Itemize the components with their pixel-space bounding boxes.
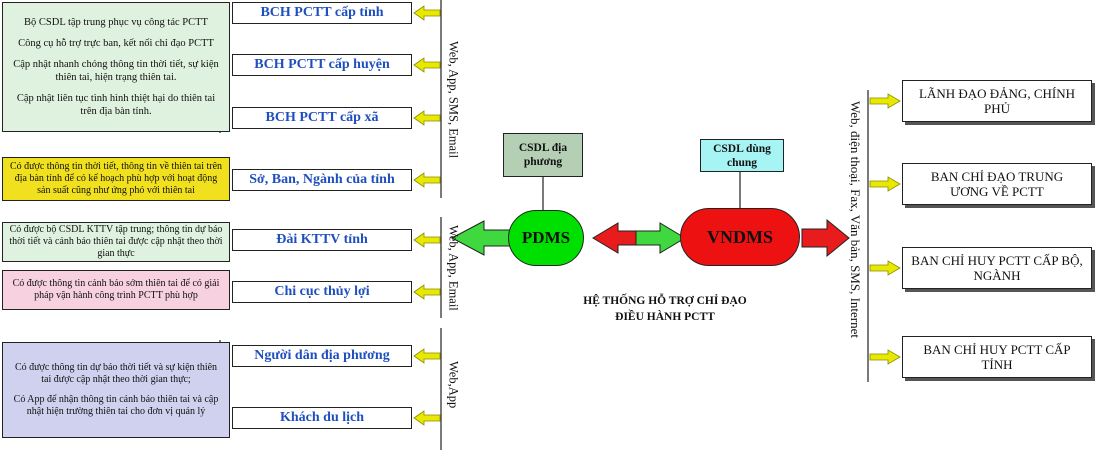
pdms-database-box: CSDL địa phương	[503, 133, 583, 177]
system-caption: HỆ THỐNG HỖ TRỢ CHỈ ĐẠO ĐIỀU HÀNH PCTT	[540, 293, 790, 325]
yellow-arrow-to-actor	[413, 5, 441, 21]
green-arrow-to-vndms	[635, 222, 686, 254]
benefit-block-departments: Có được thông tin thời tiết, thông tin v…	[2, 157, 230, 201]
recipient-party-government: LÃNH ĐẠO ĐẢNG, CHÍNH PHỦ	[902, 80, 1092, 122]
actor-bch-province: BCH PCTT cấp tỉnh	[232, 2, 412, 24]
yellow-arrow-to-actor	[413, 348, 441, 364]
actor-residents: Người dân địa phương	[232, 345, 412, 367]
yellow-arrow-to-actor	[413, 57, 441, 73]
recipient-central-steering: BAN CHỈ ĐẠO TRUNG ƯƠNG VỀ PCTT	[902, 163, 1092, 205]
yellow-arrow-to-actor	[413, 110, 441, 126]
red-arrow-to-pdms	[592, 222, 637, 254]
yellow-arrow-to-actor	[413, 284, 441, 300]
benefit-line: Có được thông tin thời tiết, thông tin v…	[9, 161, 223, 196]
yellow-arrow-to-recipient	[869, 176, 901, 192]
caption-line-2: ĐIỀU HÀNH PCTT	[615, 311, 715, 323]
benefit-line: Có được bộ CSDL KTTV tập trung; thông ti…	[9, 224, 223, 259]
benefit-line: Bộ CSDL tập trung phục vụ công tác PCTT	[24, 17, 208, 28]
benefit-line: Có được thông tin dự báo thời tiết và sự…	[14, 362, 218, 385]
actor-bch-district: BCH PCTT cấp huyện	[232, 54, 412, 76]
yellow-arrow-to-recipient	[869, 349, 901, 365]
actor-bch-commune: BCH PCTT cấp xã	[232, 107, 412, 129]
actor-kttv: Đài KTTV tỉnh	[232, 229, 412, 251]
channel-label-g3: Web,App	[446, 361, 461, 409]
benefit-line: Cập nhật liên tục tình hình thiệt hại do…	[16, 93, 216, 117]
yellow-arrow-to-actor	[413, 232, 441, 248]
benefit-block-public: Có được thông tin dự báo thời tiết và sự…	[2, 342, 230, 438]
channel-label-g1: Web, App, SMS, Email	[446, 41, 461, 159]
channel-label-g2: Web, App, Email	[446, 225, 461, 311]
benefit-line: Có App để nhận thông tin cảnh báo thiên …	[13, 394, 219, 417]
recipient-ministry-command: BAN CHỈ HUY PCTT CẤP BỘ, NGÀNH	[902, 247, 1092, 289]
yellow-arrow-to-recipient	[869, 93, 901, 109]
vndms-database-box: CSDL dùng chung	[700, 139, 784, 172]
benefit-line: Cập nhật nhanh chóng thông tin thời tiết…	[13, 59, 219, 83]
benefit-block-irrigation: Có được thông tin cảnh báo sớm thiên tai…	[2, 270, 230, 310]
red-arrow-to-recipients	[801, 218, 850, 258]
yellow-arrow-to-recipient	[869, 260, 901, 276]
yellow-arrow-to-actor	[413, 172, 441, 188]
actor-irrigation: Chi cục thủy lợi	[232, 281, 412, 303]
benefit-block-bch: Bộ CSDL tập trung phục vụ công tác PCTT …	[2, 2, 230, 132]
channel-label-right: Web, điện thoại, Fax, Văn bản, SMS, Inte…	[848, 101, 863, 339]
actor-tourists: Khách du lịch	[232, 407, 412, 429]
benefit-line: Có được thông tin cảnh báo sớm thiên tai…	[12, 278, 220, 301]
recipient-province-command: BAN CHỈ HUY PCTT CẤP TỈNH	[902, 336, 1092, 378]
caption-line-1: HỆ THỐNG HỖ TRỢ CHỈ ĐẠO	[583, 295, 747, 307]
benefit-block-kttv: Có được bộ CSDL KTTV tập trung; thông ti…	[2, 222, 230, 262]
pdms-node: PDMS	[508, 210, 584, 266]
benefit-line: Công cụ hỗ trợ trực ban, kết nối chỉ đạo…	[18, 38, 214, 49]
actor-departments: Sở, Ban, Ngành của tỉnh	[232, 169, 412, 191]
yellow-arrow-to-actor	[413, 410, 441, 426]
vndms-node: VNDMS	[680, 208, 800, 266]
